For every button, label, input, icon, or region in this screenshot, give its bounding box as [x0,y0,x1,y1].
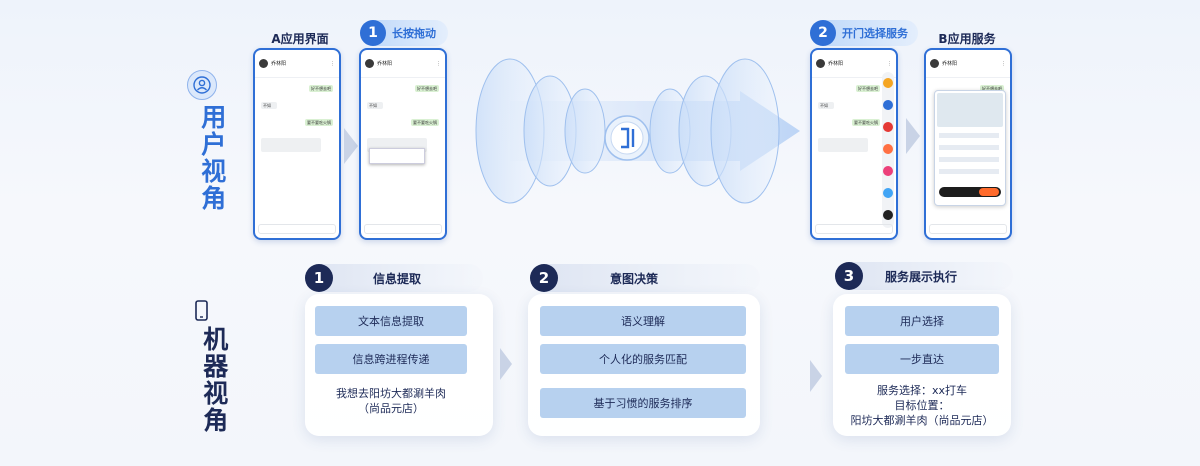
step3-item-1: 用户选择 [845,306,999,336]
step2-item-1: 语义理解 [540,306,746,336]
step1-item-2: 信息跨进程传递 [315,344,467,374]
step2-card: 语义理解 个人化的服务匹配 基于习惯的服务排序 [528,294,760,436]
step1-header: 1 信息提取 [305,264,483,292]
step2-item-2: 个人化的服务匹配 [540,344,746,374]
phone-icon [187,296,217,326]
step1-item-1: 文本信息提取 [315,306,467,336]
center-transfer-graphic [475,58,800,204]
arrow-right-2 [906,118,920,154]
user-circle-icon [187,70,217,100]
step1-title: 信息提取 [373,271,422,286]
step3-text-3: 阳坊大都涮羊肉（尚品元店） [850,414,994,427]
user-view-label: 用户视角 [172,70,232,212]
step1-text-1: 我想去阳坊大都涮羊肉 [336,387,446,400]
machine-view-text: 机器视角 [199,326,229,434]
a-app-title: A应用界面 [271,32,329,46]
machine-view-label: 机器视角 [172,296,232,434]
user-view-text: 用户视角 [197,104,227,212]
step1-pill-num: 1 [360,20,386,46]
step3-item-2: 一步直达 [845,344,999,374]
step3-header: 3 服务展示执行 [835,262,1013,290]
b-app-title: B应用服务 [938,32,996,46]
step2-item-3: 基于习惯的服务排序 [540,388,746,418]
step2-number: 2 [530,264,558,292]
step3-number: 3 [835,262,863,290]
step1-pill-label: 长按拖动 [392,27,436,40]
phone-a-drag: 乔林阳⋮ 好不想去吧 不如 要不要吃火锅 [359,48,447,240]
step2-title: 意图决策 [610,271,659,286]
step2-pill-label: 开门选择服务 [842,27,908,40]
step2-header: 2 意图决策 [530,264,760,292]
step3-text-2: 目标位置： [894,399,950,412]
step2-pill: 2 开门选择服务 [810,20,918,46]
step2-pill-num: 2 [810,20,836,46]
arrow-right-3 [500,348,512,380]
phone-b-service: 乔林阳⋮ 好不想去吧 [924,48,1012,240]
step3-card: 用户选择 一步直达 服务选择：xx打车 目标位置： 阳坊大都涮羊肉（尚品元店） [833,294,1011,436]
step3-title: 服务展示执行 [885,269,958,284]
arrow-right-1 [344,128,358,164]
step1-text-2: （尚品元店） [358,402,424,415]
step1-pill: 1 长按拖动 [360,20,448,46]
phone-b-select: 乔林阳⋮ 好不想去吧 不如 要不要吃火锅 [810,48,898,240]
step1-number: 1 [305,264,333,292]
arrow-right-4 [810,360,822,392]
step1-card: 文本信息提取 信息跨进程传递 我想去阳坊大都涮羊肉 （尚品元店） [305,294,493,436]
step3-text-1: 服务选择：xx打车 [876,384,968,397]
phone-a-chat: 乔林阳⋮ 好不想去吧 不如 要不要吃火锅 [253,48,341,240]
